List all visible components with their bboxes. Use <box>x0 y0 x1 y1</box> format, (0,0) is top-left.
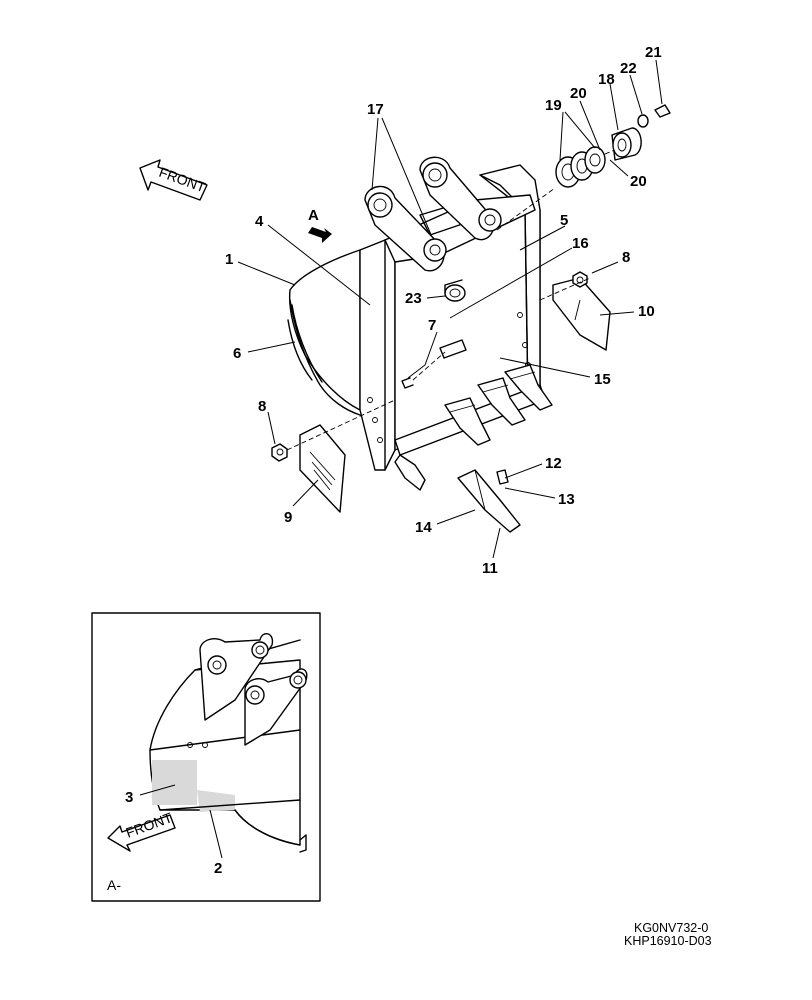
callout-13: 13 <box>558 491 575 508</box>
bucket-shell <box>288 249 361 411</box>
callout-7: 7 <box>428 317 436 334</box>
callout-A: A <box>308 207 319 224</box>
callout-23: 23 <box>405 290 422 307</box>
detail-view-a: FRONT 3 2 A- <box>91 612 321 902</box>
callout-5: 5 <box>560 212 568 229</box>
detail-caption: A- <box>107 877 121 893</box>
drawing-code: KG0NV732-0 <box>634 921 708 935</box>
callout-9: 9 <box>284 509 292 526</box>
callout-11: 11 <box>482 560 498 577</box>
callout-20-top: 20 <box>570 85 587 102</box>
callout-2: 2 <box>214 860 222 877</box>
callout-20-bottom: 20 <box>630 173 647 190</box>
loose-tooth <box>457 469 521 533</box>
callout-18: 18 <box>598 71 615 88</box>
callout-10: 10 <box>638 303 655 320</box>
callout-8-right: 8 <box>622 249 630 266</box>
callout-8-left: 8 <box>258 398 266 415</box>
pin-bolt <box>401 339 467 389</box>
callout-4: 4 <box>255 213 264 230</box>
detail-frame <box>91 612 321 902</box>
drawing-number: KHP16910-D03 <box>624 934 712 948</box>
teeth-row <box>394 364 553 491</box>
callout-17: 17 <box>367 101 384 118</box>
wear-strip <box>291 304 323 383</box>
view-arrow-a <box>308 227 332 243</box>
side-plate-left <box>359 239 396 471</box>
callout-6: 6 <box>233 345 241 362</box>
leader-lines <box>237 59 663 559</box>
callout-12: 12 <box>545 455 562 472</box>
bushing <box>444 279 466 302</box>
callout-3: 3 <box>125 789 133 806</box>
side-cutter-right <box>552 271 611 351</box>
callout-1: 1 <box>225 251 233 268</box>
callout-14: 14 <box>415 519 432 536</box>
front-arrow-main: FRONT <box>139 159 208 201</box>
callout-15: 15 <box>594 371 611 388</box>
pin-assembly <box>555 104 671 188</box>
callout-16: 16 <box>572 235 589 252</box>
callouts: 1 4 6 17 A 5 16 23 7 8 8 10 15 12 13 14 … <box>225 44 662 577</box>
callout-19: 19 <box>545 97 562 114</box>
side-cutter-left <box>271 424 346 513</box>
front-arrow-detail: FRONT <box>107 809 176 852</box>
bucket-assembly <box>271 139 641 533</box>
callout-21: 21 <box>645 44 662 61</box>
callout-22: 22 <box>620 60 637 77</box>
